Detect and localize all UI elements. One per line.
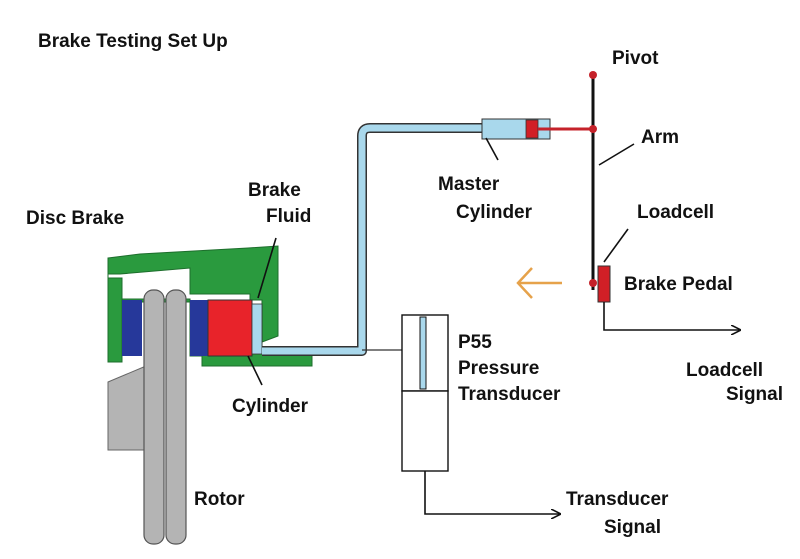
master-cylinder-label-line1: Master	[438, 174, 500, 195]
rotor-label: Rotor	[194, 489, 245, 510]
transducer-stem	[419, 316, 427, 390]
transducer-signal-wire	[424, 471, 560, 514]
loadcell-signal-label-line1: Loadcell	[686, 360, 763, 381]
caliper-piston	[207, 299, 253, 357]
transducer-signal-label-line2: Signal	[604, 517, 661, 538]
brake-fluid-line-fill	[262, 124, 484, 355]
arm-label: Arm	[641, 127, 679, 148]
cylinder-leader	[247, 355, 263, 386]
caliper-top-bridge	[107, 245, 279, 343]
rotor-disc-outer	[143, 289, 165, 545]
diagram-title: Brake Testing Set Up	[38, 31, 228, 52]
loadcell-signal-label-line2: Signal	[726, 384, 783, 405]
master-cylinder-label-line2: Cylinder	[456, 202, 533, 223]
brake-pedal-label: Brake Pedal	[624, 274, 733, 295]
loadcell-signal-wire	[603, 302, 740, 330]
loadcell-label: Loadcell	[637, 202, 714, 223]
rod-joint	[589, 125, 597, 133]
rotor-hat	[107, 365, 147, 451]
outer-brake-pad	[122, 300, 142, 356]
caliper-fluid-chamber	[251, 303, 263, 355]
rotor-disc-inner	[165, 289, 187, 545]
transducer-signal-label-line1: Transducer	[566, 489, 669, 510]
master-cylinder-piston	[525, 119, 539, 139]
cylinder-label: Cylinder	[232, 396, 309, 417]
p55-label-line2: Pressure	[458, 358, 539, 379]
pivot-label: Pivot	[612, 48, 659, 69]
pedal-joint	[589, 279, 597, 287]
brake-fluid-label-line2: Fluid	[266, 206, 311, 227]
p55-label-line3: Transducer	[458, 384, 561, 405]
brake-pedal	[597, 265, 611, 303]
brake-fluid-label-line1: Brake	[248, 180, 301, 201]
loadcell-leader	[603, 228, 629, 263]
master-cylinder-leader	[485, 137, 499, 161]
brake-fluid-line	[262, 123, 484, 356]
transducer-lower-body	[401, 390, 449, 472]
p55-label-line1: P55	[458, 332, 492, 353]
disc-brake-label: Disc Brake	[26, 208, 124, 229]
brake-fluid-leader	[257, 237, 277, 299]
pivot-point	[589, 71, 597, 79]
inner-brake-pad	[190, 300, 208, 356]
arm-leader	[598, 143, 635, 166]
push-direction-arrow-icon	[516, 267, 562, 299]
